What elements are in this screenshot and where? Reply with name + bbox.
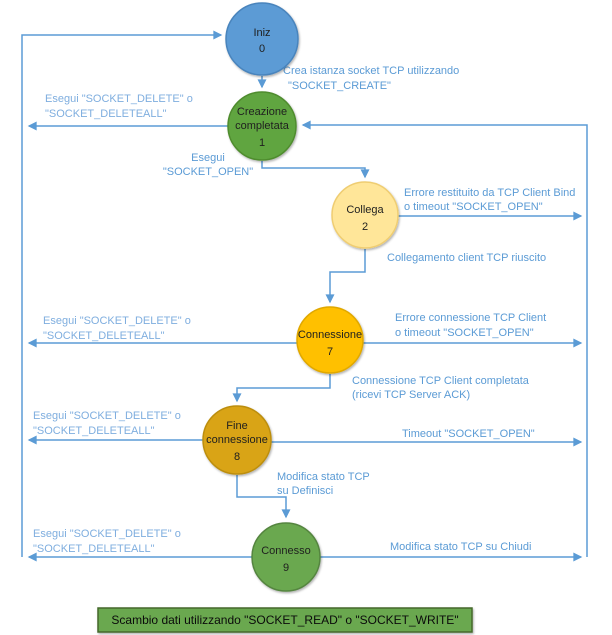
data-exchange-banner: Scambio dati utilizzando "SOCKET_READ" o…	[97, 607, 473, 633]
edge-connessione-to-fine	[232, 374, 331, 403]
label-esegui-delete3-line1: Esegui "SOCKET_DELETE" o	[33, 410, 181, 422]
state-node-fine-label1: Fine	[226, 420, 247, 432]
label-modifica-chiudi: Modifica stato TCP su Chiudi	[390, 541, 531, 553]
edge-creazione-to-collega	[261, 161, 370, 179]
state-node-connesso-label: Connesso	[261, 545, 311, 557]
label-esegui-delete4-line1: Esegui "SOCKET_DELETE" o	[33, 528, 181, 540]
state-node-fine-number: 8	[234, 451, 240, 463]
label-timeout-open: Timeout "SOCKET_OPEN"	[402, 428, 535, 440]
transition-labels: Crea istanza socket TCP utilizzando "SOC…	[163, 65, 576, 553]
label-esegui-open-line1: Esegui	[191, 152, 225, 164]
label-esegui-delete3-line2: "SOCKET_DELETEALL"	[33, 425, 155, 437]
state-node-creazione-completata: Creazione completata 1	[227, 91, 297, 161]
label-crea-istanza-line1: Crea istanza socket TCP utilizzando	[283, 65, 459, 77]
data-exchange-banner-text: Scambio dati utilizzando "SOCKET_READ" o…	[111, 613, 458, 627]
label-errore-bind-line1: Errore restituito da TCP Client Bind	[404, 187, 575, 199]
label-esegui-delete1-line1: Esegui "SOCKET_DELETE" o	[45, 93, 193, 105]
label-errore-connessione-line2: o timeout "SOCKET_OPEN"	[395, 327, 534, 339]
label-esegui-delete4-line2: "SOCKET_DELETEALL"	[33, 543, 155, 555]
label-esegui-open-line2: "SOCKET_OPEN"	[163, 166, 253, 178]
label-errore-bind-line2: o timeout "SOCKET_OPEN"	[404, 201, 543, 213]
label-modifica-definisci-line1: Modifica stato TCP	[277, 471, 370, 483]
label-esegui-delete1-line2: "SOCKET_DELETEALL"	[45, 108, 167, 120]
state-node-iniz: Iniz 0	[225, 2, 299, 76]
edge-fine-to-connesso	[236, 475, 291, 519]
label-esegui-delete2-line2: "SOCKET_DELETEALL"	[43, 330, 165, 342]
state-node-iniz-number: 0	[259, 43, 265, 55]
state-node-connesso-number: 9	[283, 562, 289, 574]
label-errore-connessione-line1: Errore connessione TCP Client	[395, 312, 546, 324]
state-node-fine-label2: connessione	[206, 434, 268, 446]
state-node-connessione-number: 7	[327, 346, 333, 358]
state-node-connesso: Connesso 9	[251, 522, 321, 592]
label-crea-istanza-line2: "SOCKET_CREATE"	[288, 80, 391, 92]
connectors	[21, 30, 588, 562]
state-node-creazione-label1: Creazione	[237, 106, 287, 118]
data-exchange-banner-box	[97, 607, 473, 633]
state-node-collega-number: 2	[362, 221, 368, 233]
edge-collega-to-connessione	[325, 249, 366, 304]
state-node-fine-connessione: Fine connessione 8	[202, 405, 272, 475]
state-node-connessione: Connessione 7	[296, 306, 364, 374]
label-collegamento-riuscito: Collegamento client TCP riuscito	[387, 252, 546, 264]
label-modifica-definisci-line2: su Definisci	[277, 485, 333, 497]
label-connessione-completata-line1: Connessione TCP Client completata	[352, 375, 530, 387]
state-node-creazione-number: 1	[259, 137, 265, 149]
label-esegui-delete2-line1: Esegui "SOCKET_DELETE" o	[43, 315, 191, 327]
state-node-collega: Collega 2	[331, 181, 399, 249]
state-node-creazione-label2: completata	[235, 120, 290, 132]
state-node-connessione-label: Connessione	[298, 329, 362, 341]
edge-delete-loop-to-iniz	[21, 30, 223, 557]
label-connessione-completata-line2: (ricevi TCP Server ACK)	[352, 389, 470, 401]
edge-error-loop-to-creazione	[301, 120, 588, 557]
delete-transition-labels: Esegui "SOCKET_DELETE" o "SOCKET_DELETEA…	[33, 93, 193, 555]
state-node-collega-label: Collega	[346, 204, 384, 216]
state-node-iniz-label: Iniz	[253, 27, 270, 39]
state-nodes: Iniz 0 Creazione completata 1 Collega 2 …	[202, 2, 399, 592]
